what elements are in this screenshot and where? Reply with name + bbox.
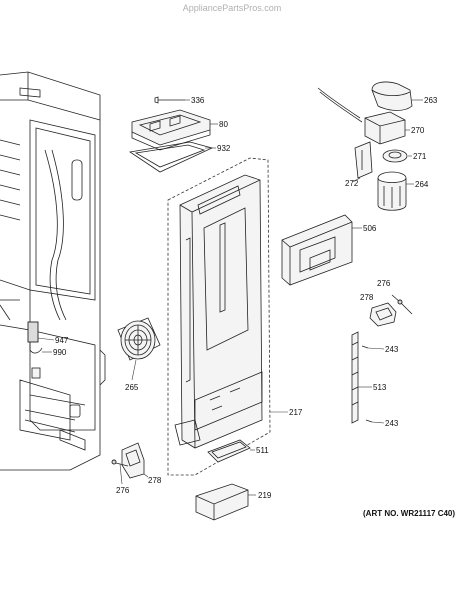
label-513: 513 [373,383,387,392]
part-217-housing [167,157,288,476]
part-932-frame [128,141,216,173]
label-243-top: 243 [385,345,399,354]
label-278-bottom: 278 [148,476,162,485]
watermark-text: AppliancePartsPros.com [182,3,282,13]
label-217: 217 [289,408,303,417]
label-947: 947 [55,336,69,345]
part-276-278-clip [369,294,413,327]
part-219-block [195,483,256,521]
label-336: 336 [191,96,205,105]
part-264-cylinder [377,171,414,211]
label-278-top: 278 [360,293,374,302]
label-511: 511 [256,446,269,455]
label-80: 80 [219,120,228,129]
label-990: 990 [53,348,67,357]
part-263-module [317,81,423,123]
art-number: (ART NO. WR21117 C40) [363,509,455,518]
part-243-screws [361,345,385,424]
label-265: 265 [125,383,139,392]
label-270: 270 [411,126,425,135]
label-932: 932 [217,144,231,153]
label-506: 506 [363,224,377,233]
part-506-cover [281,214,362,286]
part-513-rail [351,331,372,424]
refrigerator-cabinet [0,71,106,471]
label-276-top: 276 [377,279,391,288]
label-219: 219 [258,491,272,500]
part-336-screw [154,96,190,104]
label-271: 271 [413,152,427,161]
part-265-fan [117,317,161,381]
label-264: 264 [415,180,429,189]
label-272: 272 [345,179,359,188]
part-271-ring [382,149,412,163]
label-263: 263 [424,96,438,105]
label-243-bottom: 243 [385,419,399,428]
label-276-bottom: 276 [116,486,130,495]
part-80-bracket [131,109,218,151]
part-270-housing [364,111,410,145]
part-272-bracket [351,141,373,183]
part-511-tray [207,439,255,463]
part-278-276-bottom [111,442,149,485]
part-947-990-switch [37,337,55,353]
